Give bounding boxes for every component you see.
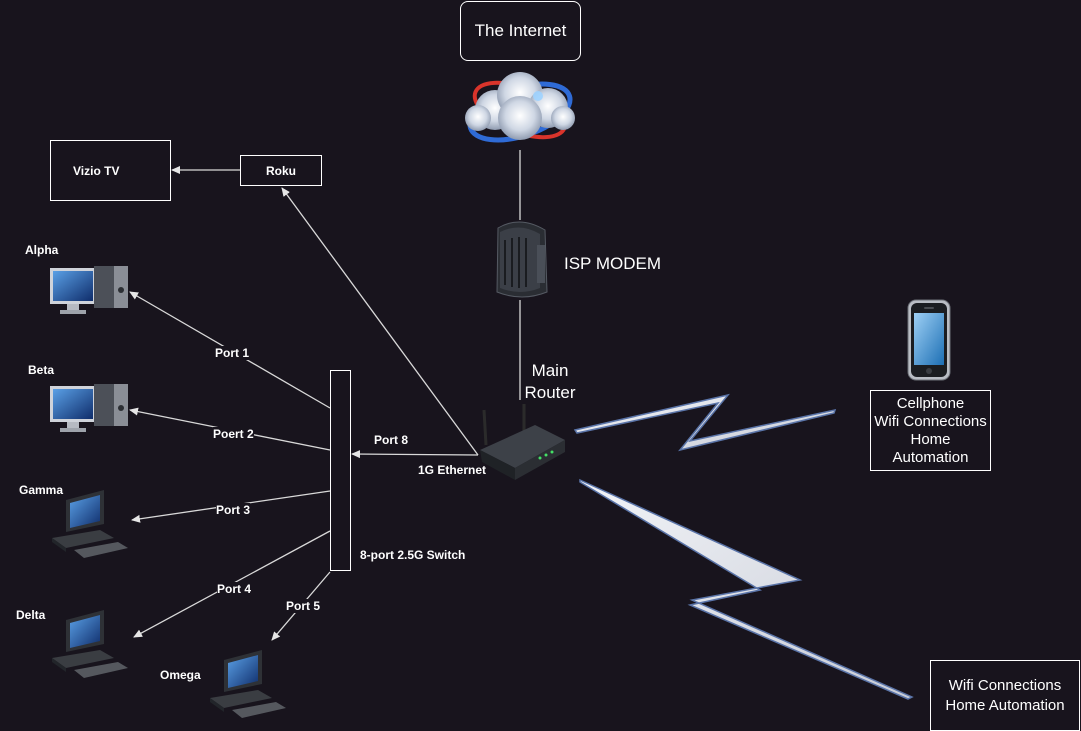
port1-label: Port 1 xyxy=(215,346,250,360)
beta-label: Beta xyxy=(28,363,55,377)
router-switch-arrow xyxy=(351,450,479,459)
internet-box: The Internet xyxy=(460,1,581,61)
port2-label: Poert 2 xyxy=(213,427,254,441)
router-roku-arrow xyxy=(281,187,479,456)
ethernet-label: 1G Ethernet xyxy=(418,463,487,477)
cellphone-icon xyxy=(907,299,951,381)
switch-label: 8-port 2.5G Switch xyxy=(360,548,466,562)
modem-label: ISP MODEM xyxy=(564,254,661,273)
internet-cloud-icon xyxy=(465,72,575,143)
router-label: Main Router xyxy=(524,361,576,402)
wifi-bolt-upper-icon xyxy=(573,393,837,452)
port5-label: Port 5 xyxy=(286,599,321,613)
cellphone-box: Cellphone Wifi Connections Home Automati… xyxy=(870,390,991,471)
router-icon xyxy=(480,404,565,480)
wifi-bolt-lower-icon xyxy=(579,478,914,700)
vizio-tv-box: Vizio TV xyxy=(50,140,171,201)
port4-label: Port 4 xyxy=(217,582,252,596)
computer-beta-icon xyxy=(50,384,128,432)
computer-delta-icon xyxy=(52,610,128,678)
cellphone-label: Cellphone Wifi Connections Home Automati… xyxy=(874,394,987,466)
port8-label: Port 8 xyxy=(374,433,409,447)
connectors xyxy=(129,150,521,641)
computer-omega-icon xyxy=(210,650,286,718)
computer-alpha-icon xyxy=(50,266,128,314)
alpha-label: Alpha xyxy=(25,243,59,257)
omega-label: Omega xyxy=(160,668,201,682)
switch-box xyxy=(330,370,351,571)
vizio-tv-label: Vizio TV xyxy=(73,163,120,178)
roku-label: Roku xyxy=(266,163,296,178)
delta-label: Delta xyxy=(16,608,46,622)
port3-label: Port 3 xyxy=(216,503,251,517)
wifi-label: Wifi Connections Home Automation xyxy=(945,676,1065,714)
computer-gamma-icon xyxy=(52,490,128,558)
gamma-label: Gamma xyxy=(19,483,64,497)
roku-box: Roku xyxy=(240,155,322,186)
modem-icon xyxy=(496,221,548,298)
wifi-box: Wifi Connections Home Automation xyxy=(930,660,1080,731)
internet-label: The Internet xyxy=(474,21,567,40)
